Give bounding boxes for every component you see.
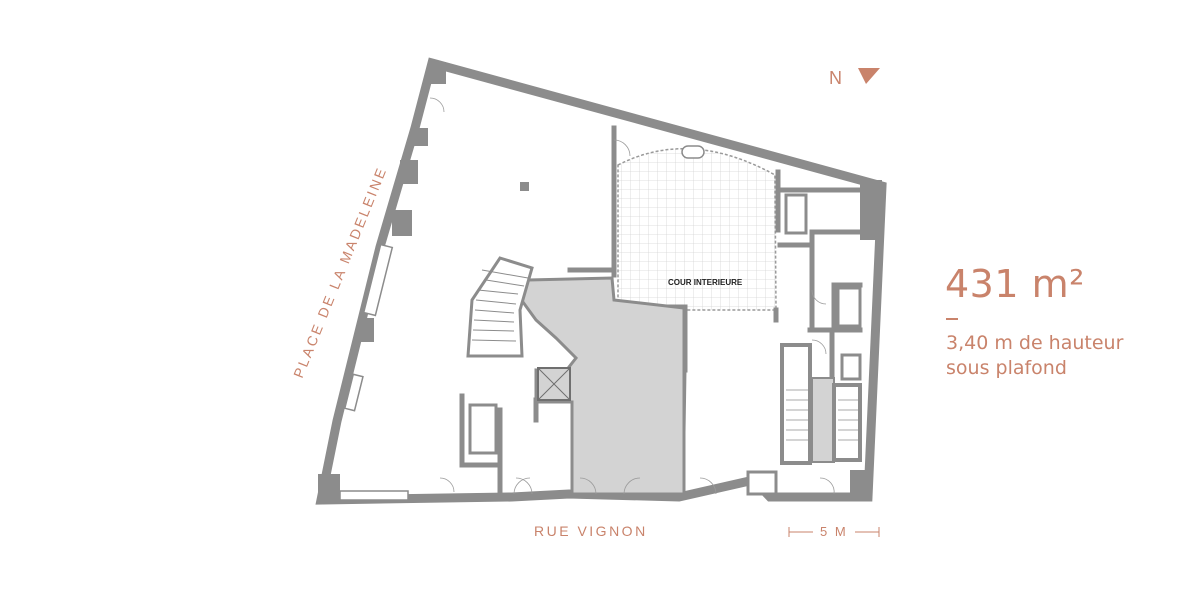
corner-pillar-sw bbox=[318, 474, 340, 502]
main-staircase bbox=[466, 256, 534, 358]
north-label: N bbox=[829, 68, 842, 88]
north-arrow-icon bbox=[858, 68, 880, 84]
central-core bbox=[518, 276, 686, 496]
scale-bar bbox=[788, 527, 880, 537]
east-pier-2 bbox=[850, 470, 870, 500]
west-pier-1 bbox=[400, 160, 418, 184]
corner-pillar-nw bbox=[430, 62, 446, 84]
area-divider bbox=[946, 318, 958, 320]
west-window-2 bbox=[343, 373, 364, 412]
west-pier-4 bbox=[414, 128, 428, 146]
street-label-south: RUE VIGNON bbox=[534, 523, 648, 539]
west-pier-2 bbox=[392, 210, 412, 236]
service-rooms bbox=[468, 193, 862, 496]
east-staircase bbox=[780, 343, 862, 465]
east-pier-1 bbox=[860, 180, 882, 240]
scale-label: 5 M bbox=[820, 524, 848, 539]
elevator-cross-b bbox=[537, 367, 571, 401]
ceiling-height-line2: sous plafond bbox=[946, 357, 1067, 379]
courtyard: COUR INTERIEURE bbox=[617, 145, 777, 311]
west-pier-3 bbox=[360, 318, 374, 342]
south-window bbox=[339, 490, 409, 501]
courtyard-area bbox=[617, 147, 777, 311]
courtyard-fountain bbox=[681, 145, 705, 159]
interior-column bbox=[520, 182, 529, 191]
courtyard-label: COUR INTERIEURE bbox=[668, 278, 743, 287]
core-area bbox=[518, 276, 686, 496]
west-window-1 bbox=[362, 243, 394, 317]
door-swings bbox=[429, 97, 835, 495]
ceiling-height-line1: 3,40 m de hauteur bbox=[946, 332, 1124, 354]
area-value: 431 m² bbox=[945, 262, 1085, 306]
